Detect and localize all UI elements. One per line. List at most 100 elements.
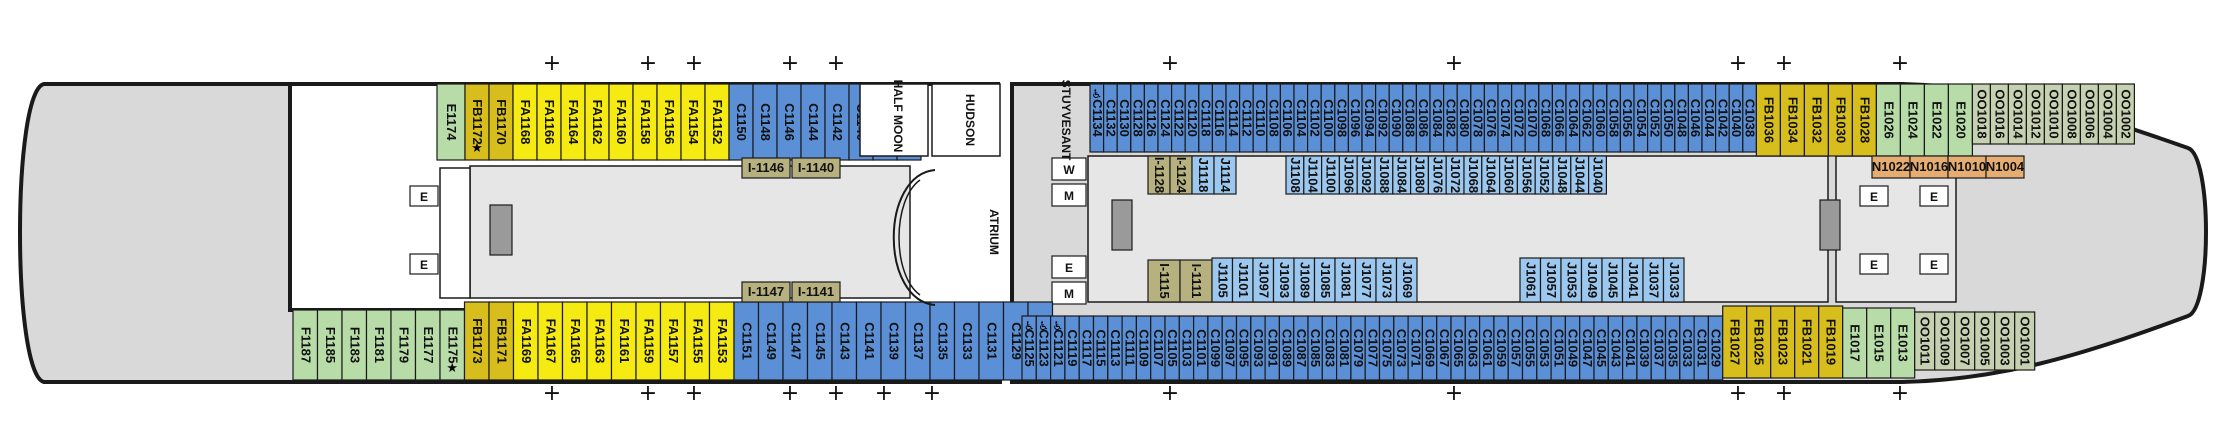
cabin-fb1028[interactable]: FB1028 (1851, 83, 1878, 157)
cabin-c1119[interactable]: C1119 (1064, 315, 1080, 381)
cabin-oo1004[interactable]: OO1004 (2097, 83, 2117, 145)
cabin-j1096[interactable]: J1096 (1338, 155, 1358, 195)
cabin-j1072[interactable]: J1072 (1445, 155, 1465, 195)
cabin-j1108[interactable]: J1108 (1285, 155, 1305, 195)
cabin-j1089[interactable]: J1089 (1293, 257, 1316, 303)
cabin-c1095[interactable]: C1095 (1235, 315, 1252, 381)
cabin-j1081[interactable]: J1081 (1334, 257, 1357, 303)
cabin-c1052[interactable]: C1052 (1646, 83, 1662, 153)
cabin-i-1141[interactable]: I-1141 (791, 281, 841, 303)
cabin-c1047[interactable]: C1047 (1579, 315, 1595, 381)
cabin-j1060[interactable]: J1060 (1498, 155, 1518, 195)
cabin-j1061[interactable]: J1061 (1519, 257, 1542, 303)
cabin-c1151[interactable]: C1151 (733, 301, 760, 381)
cabin-c1078[interactable]: C1078 (1470, 83, 1486, 153)
cabin-c1065[interactable]: C1065 (1450, 315, 1466, 381)
cabin-c1092[interactable]: C1092 (1374, 83, 1390, 153)
cabin-e1013[interactable]: E1013 (1890, 307, 1916, 379)
cabin-c1066[interactable]: C1066 (1551, 83, 1567, 153)
cabin-i-1147[interactable]: I-1147 (741, 281, 791, 303)
cabin-fb1171[interactable]: FB1171 (488, 301, 515, 381)
cabin-c1121[interactable]: C1121♿ (1049, 315, 1066, 381)
cabin-j1114[interactable]: J1114 (1213, 155, 1237, 195)
cabin-c1144[interactable]: C1144 (800, 83, 826, 161)
cabin-c1056[interactable]: C1056 (1619, 83, 1635, 153)
cabin-j1037[interactable]: J1037 (1642, 257, 1665, 303)
cabin-f1181[interactable]: F1181 (365, 309, 392, 381)
cabin-n1016[interactable]: N1016 (1909, 155, 1949, 179)
cabin-c1068[interactable]: C1068 (1538, 83, 1554, 153)
cabin-c1102[interactable]: C1102 (1306, 83, 1322, 153)
cabin-j1093[interactable]: J1093 (1272, 257, 1295, 303)
cabin-c1041[interactable]: C1041 (1621, 315, 1638, 381)
cabin-c1150[interactable]: C1150 (728, 83, 754, 161)
cabin-c1139[interactable]: C1139 (880, 301, 907, 381)
cabin-c1040[interactable]: C1040 (1728, 83, 1744, 153)
cabin-c1061[interactable]: C1061 (1478, 315, 1495, 381)
cabin-c1073[interactable]: C1073 (1393, 315, 1409, 381)
cabin-oo1014[interactable]: OO1014 (2007, 83, 2028, 145)
cabin-c1058[interactable]: C1058 (1606, 83, 1622, 153)
cabin-fa1153[interactable]: FA1153 (708, 301, 735, 381)
cabin-c1130[interactable]: C1130 (1116, 83, 1132, 153)
cabin-c1131[interactable]: C1131 (978, 301, 1005, 381)
cabin-c1110[interactable]: C1110 (1252, 83, 1268, 153)
cabin-c1098[interactable]: C1098 (1334, 83, 1350, 153)
cabin-j1097[interactable]: J1097 (1252, 257, 1275, 303)
cabin-i-1146[interactable]: I-1146 (741, 157, 791, 179)
cabin-c1087[interactable]: C1087 (1293, 315, 1309, 381)
cabin-j1056[interactable]: J1056 (1516, 155, 1536, 195)
cabin-c1084[interactable]: C1084 (1429, 83, 1445, 153)
cabin-fb1034[interactable]: FB1034 (1779, 83, 1806, 157)
cabin-c1142[interactable]: C1142 (824, 83, 850, 161)
cabin-c1053[interactable]: C1053 (1536, 315, 1552, 381)
cabin-c1103[interactable]: C1103 (1178, 315, 1194, 381)
cabin-oo1007[interactable]: OO1007 (1954, 311, 1976, 371)
cabin-oo1006[interactable]: OO1006 (2079, 83, 2099, 145)
cabin-c1055[interactable]: C1055 (1521, 315, 1538, 381)
cabin-c1148[interactable]: C1148 (752, 83, 778, 161)
cabin-fa1168[interactable]: FA1168 (512, 83, 538, 161)
cabin-c1147[interactable]: C1147 (782, 301, 809, 381)
cabin-j1053[interactable]: J1053 (1560, 257, 1583, 303)
cabin-fb1019[interactable]: FB1019 (1818, 305, 1844, 379)
cabin-c1093[interactable]: C1093 (1250, 315, 1266, 381)
cabin-c1125[interactable]: C1125♿ (1021, 315, 1037, 381)
cabin-e1174[interactable]: E1174 (436, 83, 466, 161)
cabin-c1114[interactable]: C1114 (1225, 83, 1241, 153)
cabin-c1123[interactable]: C1123♿ (1035, 315, 1051, 381)
cabin-c1037[interactable]: C1037 (1650, 315, 1666, 381)
cabin-c1063[interactable]: C1063 (1464, 315, 1480, 381)
cabin-j1100[interactable]: J1100 (1320, 155, 1340, 195)
cabin-fa1167[interactable]: FA1167 (537, 301, 564, 381)
cabin-e1026[interactable]: E1026 (1875, 83, 1902, 157)
cabin-j1068[interactable]: J1068 (1463, 155, 1483, 195)
cabin-c1133[interactable]: C1133 (953, 301, 980, 381)
cabin-c1086[interactable]: C1086 (1415, 83, 1431, 153)
cabin-c1051[interactable]: C1051 (1550, 315, 1566, 381)
cabin-fb1172[interactable]: FB1172★ (464, 83, 490, 161)
cabin-fb1027[interactable]: FB1027 (1722, 305, 1748, 379)
cabin-fa1162[interactable]: FA1162 (584, 83, 610, 161)
cabin-c1050[interactable]: C1050 (1660, 83, 1676, 153)
cabin-c1071[interactable]: C1071 (1407, 315, 1423, 381)
cabin-e1015[interactable]: E1015 (1866, 307, 1892, 379)
cabin-oo1018[interactable]: OO1018 (1971, 83, 1992, 145)
cabin-fa1163[interactable]: FA1163 (586, 301, 613, 381)
cabin-c1042[interactable]: C1042 (1714, 83, 1730, 153)
cabin-c1067[interactable]: C1067 (1436, 315, 1452, 381)
cabin-c1072[interactable]: C1072 (1510, 83, 1526, 153)
cabin-fa1157[interactable]: FA1157 (659, 301, 686, 381)
cabin-n1022[interactable]: N1022 (1871, 155, 1911, 179)
cabin-oo1008[interactable]: OO1008 (2061, 83, 2081, 145)
cabin-fa1169[interactable]: FA1169 (512, 301, 539, 381)
cabin-fa1156[interactable]: FA1156 (656, 83, 682, 161)
cabin-fa1164[interactable]: FA1164 (560, 83, 586, 161)
cabin-fa1165[interactable]: FA1165 (561, 301, 588, 381)
cabin-j1118[interactable]: J1118 (1191, 155, 1215, 195)
cabin-n1004[interactable]: N1004 (1985, 155, 2025, 179)
cabin-c1108[interactable]: C1108 (1266, 83, 1282, 153)
cabin-c1097[interactable]: C1097 (1221, 315, 1237, 381)
cabin-c1122[interactable]: C1122 (1170, 83, 1186, 153)
hudson-room[interactable] (931, 83, 1001, 157)
